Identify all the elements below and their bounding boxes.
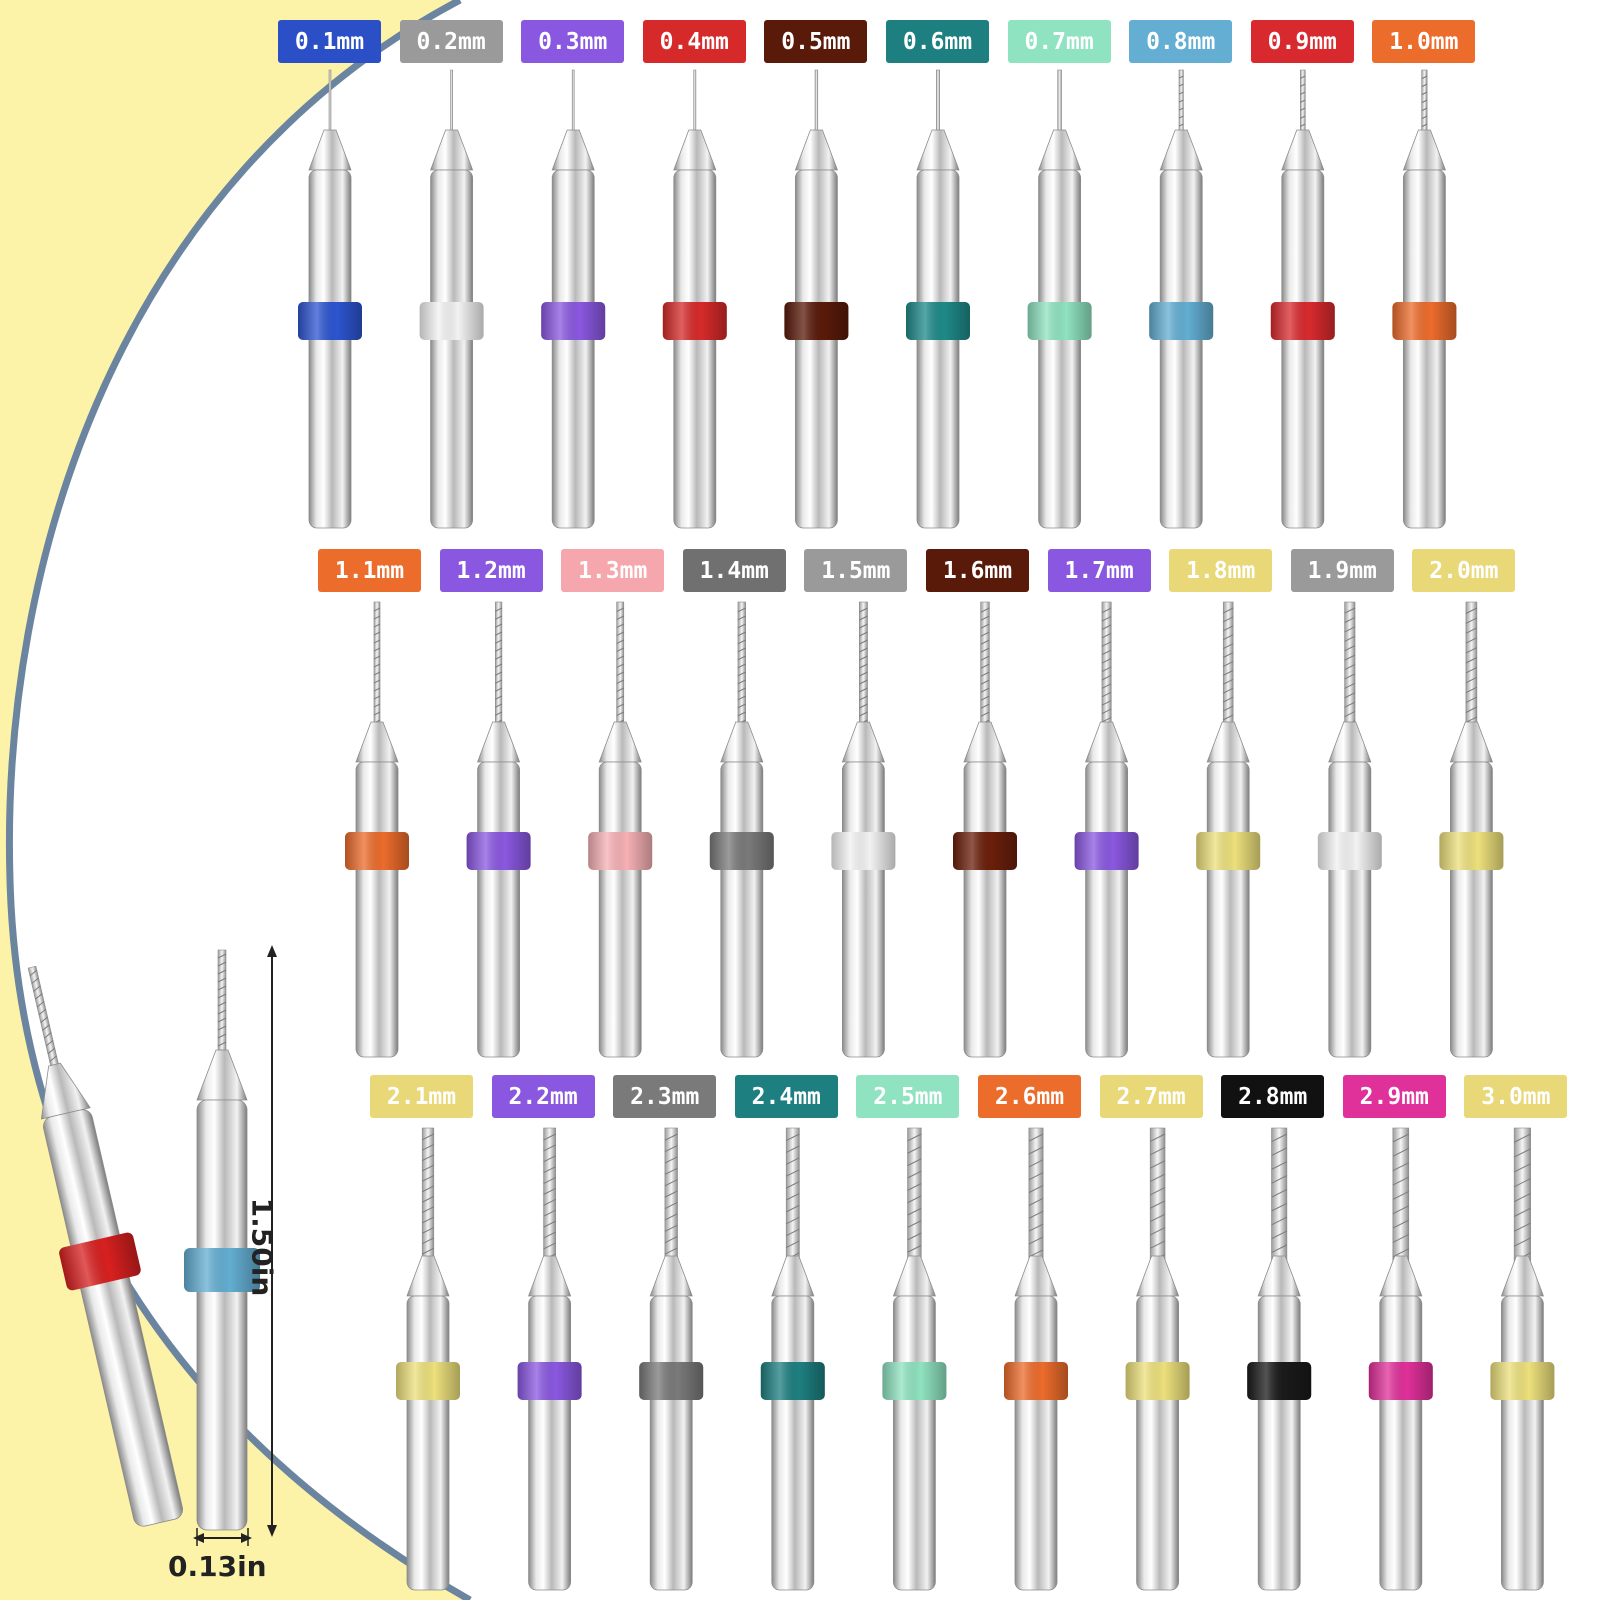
drill-bit [1196,601,1261,1058]
size-label-0-5mm: 0.5mm [764,20,868,63]
drill-bit [882,1127,947,1591]
length-dimension [267,945,277,1537]
drill-bit [419,69,484,529]
size-label-0-1mm: 0.1mm [278,20,381,63]
size-label-1-5mm: 1.5mm [804,549,908,592]
drill-bit [953,601,1017,1058]
size-label-2-2mm: 2.2mm [491,1075,595,1118]
size-label-0-9mm: 0.9mm [1250,20,1354,63]
size-label-1-2mm: 1.2mm [439,549,543,592]
drill-bit [517,1127,582,1591]
drill-bit [1270,69,1335,529]
length-label: 1.50in [245,1197,279,1297]
drill-bit [784,69,849,529]
drill-bit [1490,1127,1555,1591]
size-label-2-4mm: 2.4mm [734,1075,838,1118]
drill-bit [1392,69,1457,529]
drill-bit [760,1127,825,1591]
size-label-1-0mm: 1.0mm [1372,20,1476,63]
drill-bit [1317,601,1382,1058]
size-label-0-2mm: 0.2mm [399,20,503,63]
size-label-2-8mm: 2.8mm [1221,1075,1325,1118]
size-label-1-6mm: 1.6mm [926,549,1029,592]
size-label-3-0mm: 3.0mm [1464,1075,1568,1118]
drill-bit [709,601,774,1058]
drill-bit [541,69,606,529]
size-label-1-7mm: 1.7mm [1047,549,1151,592]
drill-bit [466,601,531,1058]
sample-bit-blue [184,949,260,1531]
size-label-1-1mm: 1.1mm [318,549,421,592]
size-label-0-3mm: 0.3mm [521,20,625,63]
size-label-2-5mm: 2.5mm [856,1075,960,1118]
drill-bit [588,601,653,1058]
size-label-0-7mm: 0.7mm [1007,20,1111,63]
size-label-2-3mm: 2.3mm [613,1075,717,1118]
sample-bits [27,949,260,1531]
size-label-2-6mm: 2.6mm [978,1075,1081,1118]
drill-bit [831,601,896,1058]
drill-bit [639,1127,704,1591]
size-label-0-6mm: 0.6mm [886,20,989,63]
size-label-2-0mm: 2.0mm [1412,549,1516,592]
sample-bit-red [27,965,184,1527]
size-label-0-8mm: 0.8mm [1129,20,1233,63]
drill-bit [298,69,362,529]
size-label-1-9mm: 1.9mm [1290,549,1394,592]
size-label-2-7mm: 2.7mm [1099,1075,1203,1118]
size-label-2-9mm: 2.9mm [1342,1075,1446,1118]
drill-bit [1125,1127,1190,1591]
drill-bit [906,69,970,529]
drill-bit [1074,601,1139,1058]
diameter-dimension [193,1528,252,1546]
size-label-0-4mm: 0.4mm [642,20,746,63]
drill-bit [1004,1127,1068,1591]
size-label-1-8mm: 1.8mm [1169,549,1273,592]
drill-bit [662,69,727,529]
drill-bits [298,69,1555,1591]
size-label-1-4mm: 1.4mm [682,549,786,592]
diameter-label: 0.13in [168,1550,267,1583]
drill-bit [396,1127,460,1591]
drill-bit [1247,1127,1312,1591]
drill-bit [345,601,409,1058]
size-label-1-3mm: 1.3mm [561,549,665,592]
drill-bit [1439,601,1504,1058]
size-label-2-1mm: 2.1mm [370,1075,473,1118]
drill-bit [1368,1127,1433,1591]
drill-bit [1027,69,1092,529]
drill-bit [1149,69,1214,529]
